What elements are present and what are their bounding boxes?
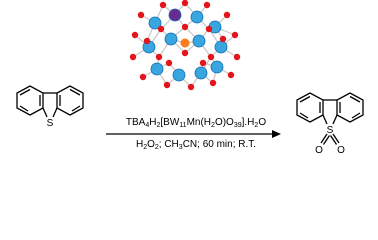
reaction-arrow — [106, 130, 281, 138]
tungsten-atom — [164, 32, 178, 46]
catalyst-part: 11 — [179, 122, 187, 129]
reaction-scheme: S S O O — [16, 0, 364, 156]
conditions-part: 2 — [143, 144, 148, 151]
tungsten-atom — [148, 16, 162, 30]
oxygen-atom — [155, 53, 163, 61]
oxygen-atom — [129, 53, 137, 61]
reactant-sulfur-atom: S — [47, 118, 54, 129]
tungsten-atom — [210, 60, 224, 74]
catalyst-part: TBA — [125, 117, 146, 128]
tungsten-atom — [150, 62, 164, 76]
oxygen-atom — [231, 31, 239, 39]
catalyst-formula: TBA4H2[BW11Mn(H2O)O39].H2O — [112, 117, 280, 132]
catalyst-part: 39 — [233, 122, 242, 129]
oxygen-atom — [203, 1, 211, 9]
conditions-part: 2 — [154, 144, 159, 151]
conditions-part: O — [147, 139, 155, 150]
conditions-part: 3 — [178, 144, 183, 151]
oxygen-atom — [187, 83, 195, 91]
oxygen-atom — [131, 31, 139, 39]
catalyst-part: 2 — [254, 122, 259, 129]
catalyst-part: 2 — [211, 122, 215, 129]
catalyst-part: [BW — [160, 117, 180, 128]
catalyst-part: Mn(H — [186, 117, 212, 128]
product-left-benzene-ring — [296, 92, 324, 123]
catalyst-part: 4 — [145, 122, 150, 129]
tungsten-atom — [194, 66, 208, 80]
polyoxometalate-cluster — [129, 0, 241, 91]
oxygen-atom — [227, 71, 235, 79]
oxygen-atom — [209, 79, 217, 87]
oxygen-atom — [199, 59, 207, 67]
tungsten-atom — [214, 40, 228, 54]
product-oxygen-right: O — [337, 145, 345, 156]
central-boron-atom — [180, 38, 190, 48]
product-right-benzene-ring — [336, 92, 364, 123]
tungsten-atom — [192, 34, 206, 48]
oxygen-atom — [207, 53, 215, 61]
oxygen-atom — [181, 0, 189, 7]
right-benzene-ring — [56, 85, 84, 116]
catalyst-part: O — [258, 117, 267, 128]
left-benzene-ring — [16, 85, 44, 116]
reaction-conditions: H2O2; CH3CN; 60 min; R.T. — [112, 139, 280, 154]
oxygen-atom — [219, 35, 227, 43]
oxygen-atom — [139, 73, 147, 81]
conditions-part: ; CH — [158, 139, 179, 150]
oxygen-atom — [233, 53, 241, 61]
catalyst-part: ].H — [241, 117, 255, 128]
oxygen-atom — [159, 1, 167, 9]
dibenzothiophene-sulfone-structure — [296, 92, 364, 145]
oxygen-atom — [181, 49, 189, 57]
oxygen-atom — [163, 81, 171, 89]
conditions-part: CN; 60 min; R.T. — [182, 139, 257, 150]
oxygen-atom — [143, 37, 151, 45]
tungsten-atom — [190, 10, 204, 24]
manganese-atom — [168, 8, 182, 22]
oxygen-atom — [205, 25, 213, 33]
oxygen-atom — [181, 23, 189, 31]
oxygen-atom — [165, 59, 173, 67]
oxygen-atom — [157, 25, 165, 33]
oxygen-atom — [137, 11, 145, 19]
dibenzothiophene-structure — [16, 85, 84, 118]
conditions-part: H — [135, 139, 144, 150]
oxygen-atom — [223, 11, 231, 19]
catalyst-part: H — [149, 117, 157, 128]
product-oxygen-left: O — [315, 145, 323, 156]
tungsten-atom — [172, 68, 186, 82]
catalyst-part: 2 — [156, 122, 161, 129]
catalyst-part: O)O — [214, 117, 234, 128]
product-sulfur-atom: S — [327, 125, 334, 136]
